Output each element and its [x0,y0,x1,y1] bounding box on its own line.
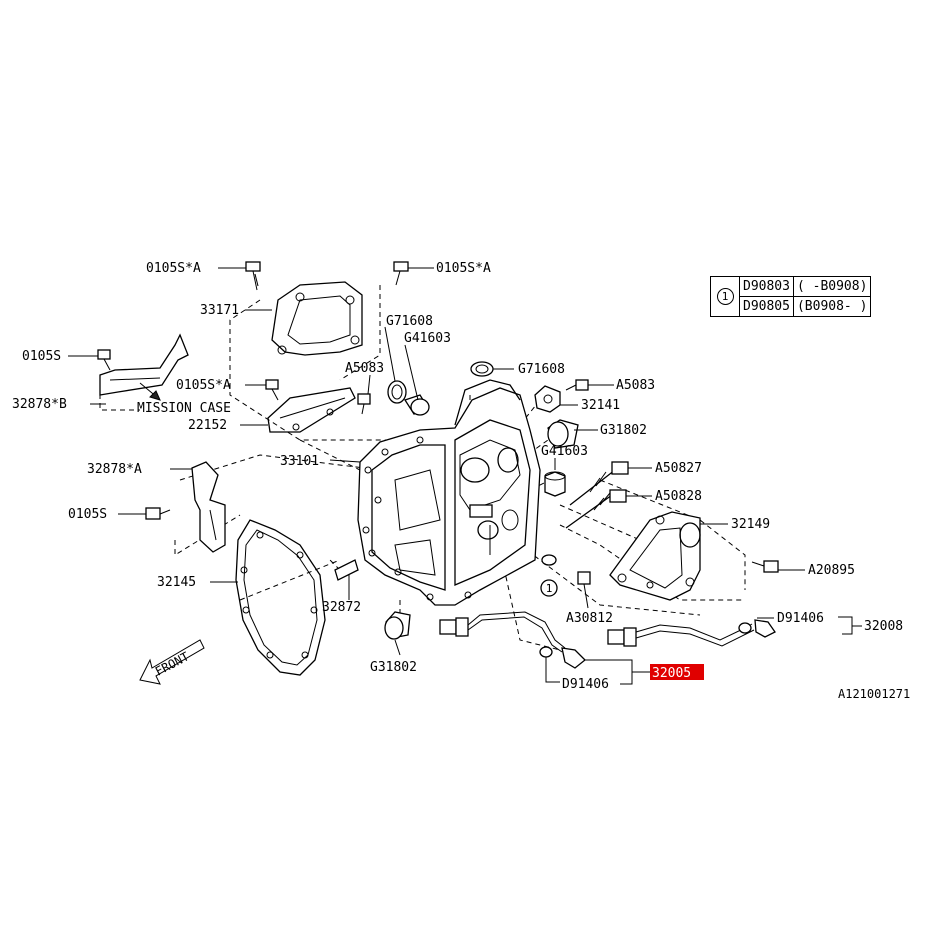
legend-part[interactable]: D90805 [739,296,794,317]
bolt-icon [265,379,279,401]
part-label-a50828[interactable]: A50828 [655,489,702,504]
seal-g71608-right [470,361,494,377]
plate-32872 [334,559,359,581]
part-label-a20895[interactable]: A20895 [808,563,855,578]
part-label-32872[interactable]: 32872 [322,600,361,615]
cover-33171 [271,281,363,356]
highlight-box [650,664,704,680]
arrow-icon [139,382,161,401]
part-label-32005-highlighted[interactable]: 32005 [652,666,691,681]
legend-number: 1 [716,288,734,305]
part-label-g41603-upper[interactable]: G41603 [404,331,451,346]
part-label-32878a[interactable]: 32878*A [87,462,142,477]
front-arrow [139,639,205,685]
assembly-guide-lines [99,285,746,651]
part-label-g71608-right[interactable]: G71608 [518,362,565,377]
bolt-icon [97,349,111,371]
bearing-g41603-upper [404,394,430,416]
bracket-32878b [99,333,189,396]
case-33101 [357,379,541,606]
leader-lines [68,267,862,685]
plate-32141 [534,385,561,413]
part-label-32878b[interactable]: 32878*B [12,397,67,412]
part-label-22152[interactable]: 22152 [188,418,227,433]
legend-row: 1 D90803 ( -B0908) [710,276,872,317]
plate-22152 [267,387,356,433]
bolt-icon [751,560,779,573]
bolt-icon [357,393,371,415]
legend-range: (B0908- ) [792,296,872,317]
washer-1 [541,554,557,566]
bolt-icon [145,507,171,520]
bracket-32878a [191,461,226,553]
legend-part[interactable]: D90803 [739,276,794,297]
part-label-0105s-lower[interactable]: 0105S [68,507,107,522]
part-label-g41603-right[interactable]: G41603 [541,444,588,459]
sensor-32008 [607,619,776,647]
part-label-0105s-a-top-right[interactable]: 0105S*A [436,261,491,276]
stud-a50827 [569,461,629,506]
part-label-a5083-left[interactable]: A5083 [345,361,384,376]
bearing-g31802-right [547,419,579,449]
part-label-0105s-left[interactable]: 0105S [22,349,61,364]
part-label-33171[interactable]: 33171 [200,303,239,318]
part-label-d91406-lower[interactable]: D91406 [562,677,609,692]
sensor-32005 [439,611,586,669]
legend-row: D90805 (B0908- ) [711,296,872,317]
bolt-icon [565,379,589,391]
stud-a50828 [565,489,627,529]
bolt-icon [245,261,261,291]
mission-case-label: MISSION CASE [137,401,231,416]
legend-number-cell: 1 [710,276,740,317]
callout-1-text: 1 [546,582,553,595]
bearing-g41603-right [544,471,566,497]
callout-1: 1 [540,579,558,597]
bolt-icon [393,261,409,286]
part-label-g31802-lower[interactable]: G31802 [370,660,417,675]
seal-g71608-upper [387,380,407,404]
part-label-a50827[interactable]: A50827 [655,461,702,476]
front-label: FRONT [153,649,191,678]
part-label-d91406-right[interactable]: D91406 [777,611,824,626]
cover-32149 [609,511,701,601]
part-labels: 0105S*A 0105S*A 33171 G71608 G41603 0105… [12,261,910,701]
part-label-32149[interactable]: 32149 [731,517,770,532]
part-label-0105s-a-top-left[interactable]: 0105S*A [146,261,201,276]
part-label-a5083-right[interactable]: A5083 [616,378,655,393]
part-label-33101[interactable]: 33101 [280,454,319,469]
legend-table: 1 D90803 ( -B0908) D90805 (B0908- ) [710,276,872,317]
legend-range: ( -B0908) [792,276,872,297]
part-label-g71608-upper[interactable]: G71608 [386,314,433,329]
part-label-0105s-a-mid[interactable]: 0105S*A [176,378,231,393]
part-label-32141[interactable]: 32141 [581,398,620,413]
part-label-32008[interactable]: 32008 [864,619,903,634]
part-label-a30812[interactable]: A30812 [566,611,613,626]
part-label-g31802-right[interactable]: G31802 [600,423,647,438]
part-label-32145[interactable]: 32145 [157,575,196,590]
diagram-code: A121001271 [838,687,910,701]
bolt-icon [577,571,591,597]
gasket-32145 [235,519,326,676]
bearing-g31802-lower [384,611,411,640]
